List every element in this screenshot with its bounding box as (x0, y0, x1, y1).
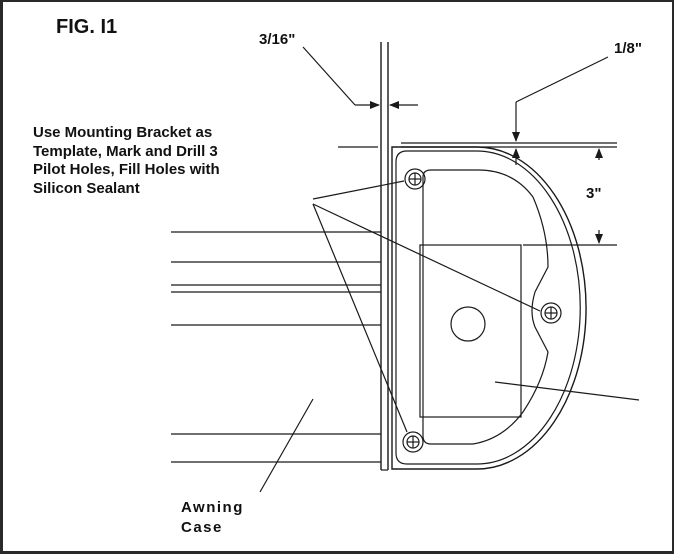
awning-case-outline (171, 231, 381, 463)
instruction-line: Use Mounting Bracket as (33, 124, 213, 141)
wall-edge (380, 42, 389, 471)
awning-case-leader-line (259, 398, 314, 493)
dimension-1-8-lines (338, 56, 617, 165)
awning-case-label: Awning Case (181, 498, 244, 538)
instruction-line: Silicon Sealant (33, 179, 140, 197)
instruction-line: Template, Mark and Drill 3 (33, 142, 218, 160)
hole-spacing-dimension-label: 3" (586, 185, 602, 202)
awning-case-label-line: Case (181, 519, 223, 536)
awning-case-label-line: Awning (181, 499, 244, 516)
instruction-leader-lines (312, 180, 541, 433)
bracket-leader-line (494, 381, 640, 401)
dimension-3-16-lines (302, 46, 418, 109)
dimension-3-inch-lines (523, 148, 617, 246)
pilot-hole-top (404, 168, 426, 190)
pilot-hole-bottom (402, 431, 424, 453)
top-offset-dimension-label: 1/8" (614, 40, 642, 57)
wall-gap-dimension-label: 3/16" (259, 31, 296, 48)
instruction-line: Pilot Holes, Fill Holes with (33, 161, 220, 178)
diagram-drawing (171, 42, 640, 493)
figure-label: FIG. I1 (56, 16, 118, 38)
drilling-instruction: Use Mounting Bracket as Template, Mark a… (33, 124, 333, 198)
pilot-hole-right (540, 302, 562, 324)
mounting-bracket (391, 146, 587, 470)
